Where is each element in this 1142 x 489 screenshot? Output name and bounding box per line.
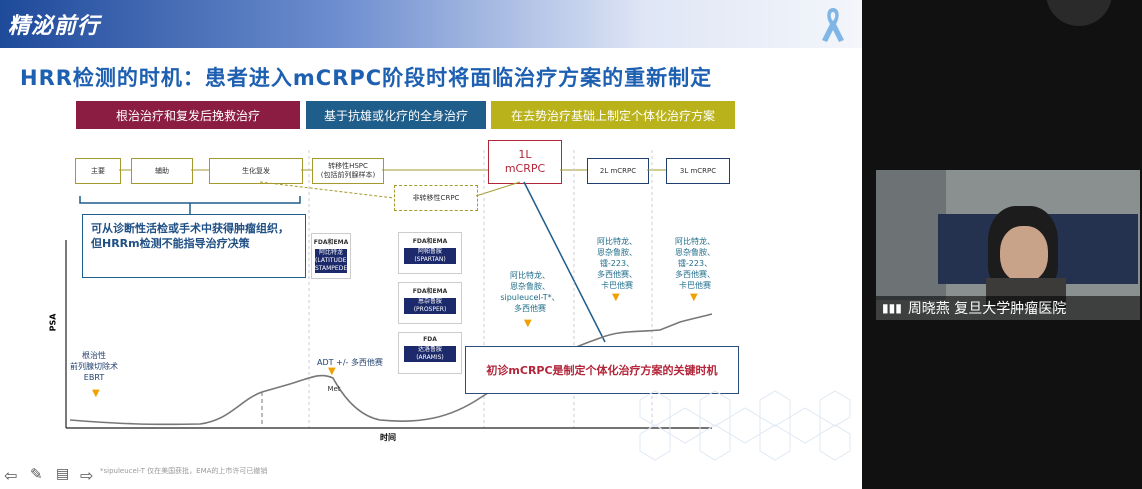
pen-icon[interactable]: ✎: [30, 465, 43, 483]
stage-adjuvant: 辅助: [131, 158, 193, 184]
ribbon-icon: [822, 8, 844, 42]
stage-main: 主要: [75, 158, 121, 184]
hexagon-decoration: [639, 390, 851, 461]
drug-latitude: 阿比特龙 (LATITUDE, STAMPEDE): [315, 249, 350, 273]
fda-box-spartan: FDA和EMA 阿帕鲁胺 (SPARTAN): [398, 232, 462, 274]
fda-box-prosper: FDA和EMA 恩杂鲁胺 (PROSPER): [398, 282, 462, 324]
participant-avatar[interactable]: [1046, 0, 1112, 26]
fda-ema-label: FDA和EMA: [412, 238, 448, 245]
key-timing-callout: 初诊mCRPC是制定个体化治疗方案的关键时机: [465, 346, 739, 394]
category-systemic: 基于抗雄或化疗的全身治疗: [306, 101, 486, 129]
signal-icon: ▮▮▮: [882, 301, 902, 315]
arrow-left-icon[interactable]: ⇦: [4, 466, 18, 485]
presentation-slide: 精泌前行 HRR检测的时机：患者进入mCRPC阶段时将面临治疗方案的重新制定 根…: [0, 0, 862, 489]
timeline-connectors: [65, 150, 713, 429]
down-arrow-icon: ▼: [328, 366, 336, 377]
slide-title: HRR检测的时机：患者进入mCRPC阶段时将面临治疗方案的重新制定: [20, 66, 713, 90]
speaker-nameplate: ▮▮▮ 周晓燕 复旦大学肿瘤医院: [876, 296, 1140, 320]
stage-mhspc: 转移性HSPC (包括前列腺样本): [312, 158, 384, 184]
presentation-toolbar: ⇦ ✎ ▤ ⇨ *sipuleucel-T 仅在美国获批，EMA的上市许可已撤销: [0, 460, 862, 489]
arrow-right-icon[interactable]: ⇨: [80, 466, 94, 485]
stage-1l-label: 1L: [518, 148, 532, 161]
video-wall-left: [876, 170, 946, 300]
stage-nmcrpc: 非转移性CRPC: [394, 185, 478, 211]
down-arrow-icon: ▼: [92, 388, 100, 399]
2l-therapy-text: 阿比特龙、 恩杂鲁胺、 镭-223、 多西他赛、 卡巴他赛: [597, 237, 637, 290]
menu-icon[interactable]: ▤: [56, 466, 70, 482]
fda-label: FDA: [423, 336, 437, 343]
down-arrow-icon: ▼: [690, 292, 698, 303]
radical-therapy-text: 根治性 前列腺切除术 EBRT: [70, 351, 118, 382]
stage-1l-mcrpc-label: mCRPC: [504, 162, 546, 175]
category-individual: 在去势治疗基础上制定个体化治疗方案: [491, 101, 735, 129]
slide-banner: 精泌前行: [0, 0, 862, 48]
down-arrow-icon: ▼: [524, 318, 532, 329]
fda-box-latitude: FDA和EMA 阿比特龙 (LATITUDE, STAMPEDE): [311, 233, 351, 279]
stage-biochem: 生化复发: [209, 158, 303, 184]
1l-therapy-text: 阿比特龙、 恩杂鲁胺、 sipuleucel-T*、 多西他赛: [500, 271, 560, 313]
drug-prosper: 恩杂鲁胺 (PROSPER): [404, 298, 456, 314]
speaker-video[interactable]: ▮▮▮ 周晓燕 复旦大学肿瘤医院: [876, 170, 1140, 320]
met-label: Met: [327, 385, 341, 393]
drug-spartan: 阿帕鲁胺 (SPARTAN): [404, 248, 456, 264]
brand-logo: 精泌前行: [8, 13, 101, 39]
footnote: *sipuleucel-T 仅在美国获批，EMA的上市许可已撤销: [100, 467, 268, 475]
adt-therapy-text: ADT +/- 多西他赛: [317, 358, 383, 367]
y-axis-label: PSA: [48, 313, 58, 332]
drug-aramis: 达洛鲁胺 (ARAMIS): [404, 346, 456, 362]
key-timing-text: 初诊mCRPC是制定个体化治疗方案的关键时机: [486, 364, 718, 377]
fda-box-aramis: FDA 达洛鲁胺 (ARAMIS): [398, 332, 462, 374]
fda-ema-label: FDA和EMA: [412, 288, 448, 295]
speaker-face: [1000, 226, 1048, 282]
speaker-name: 周晓燕 复旦大学肿瘤医院: [907, 301, 1067, 317]
x-axis-label: 时间: [380, 433, 396, 442]
tissue-callout-text: 可从诊断性活检或手术中获得肿瘤组织，但HRRm检测不能指导治疗决策: [91, 222, 289, 250]
tissue-callout-box: 可从诊断性活检或手术中获得肿瘤组织，但HRRm检测不能指导治疗决策: [82, 214, 306, 278]
stage-3l: 3L mCRPC: [666, 158, 730, 184]
3l-therapy-text: 阿比特龙、 恩杂鲁胺、 镭-223、 多西他赛、 卡巴他赛: [675, 237, 715, 290]
stage-2l: 2L mCRPC: [587, 158, 649, 184]
fda-ema-label: FDA和EMA: [313, 239, 349, 246]
down-arrow-icon: ▼: [612, 292, 620, 303]
category-radical: 根治治疗和复发后挽救治疗: [76, 101, 300, 129]
